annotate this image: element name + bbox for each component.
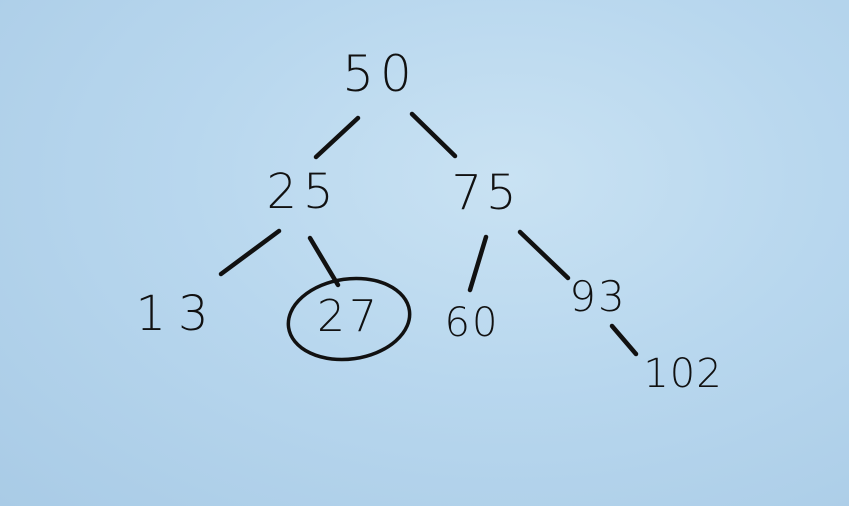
edge-25-13 (218, 228, 282, 277)
node-right: 75 (451, 165, 521, 221)
node-right-left: 60 (444, 300, 500, 346)
node-right-right: 93 (569, 272, 627, 321)
node-left-right: 27 (317, 291, 381, 342)
edge-50-75 (409, 111, 458, 159)
highlight-circle (286, 276, 412, 362)
node-root: 50 (342, 45, 418, 103)
edge-25-27 (307, 235, 341, 288)
edge-93-102 (609, 323, 639, 357)
node-left-left: 13 (135, 286, 221, 342)
edge-75-60 (467, 234, 489, 293)
edge-50-25 (313, 115, 361, 160)
node-right-right-right: 102 (643, 351, 723, 397)
edge-75-93 (517, 229, 571, 281)
node-left: 25 (266, 164, 340, 220)
